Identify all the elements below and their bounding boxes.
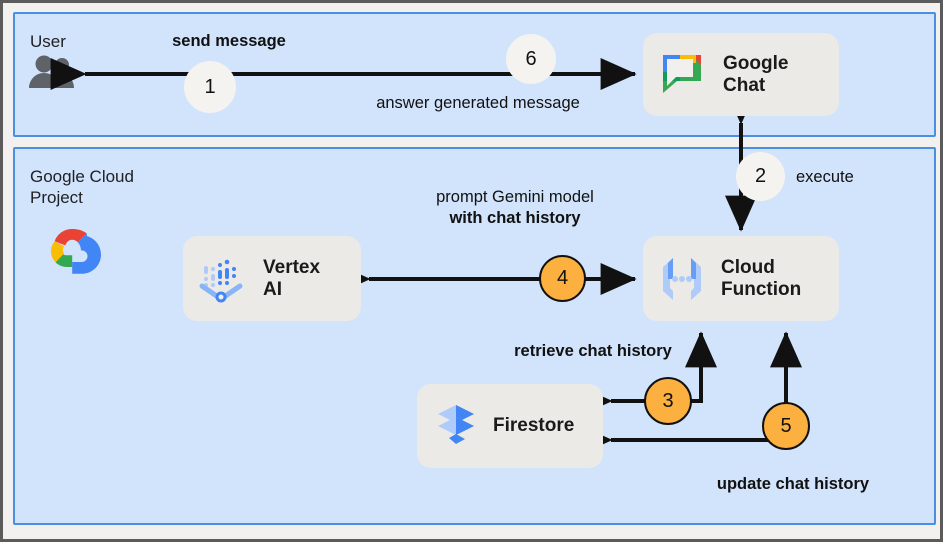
firestore-icon <box>427 400 485 452</box>
step-badge-2[interactable]: 2 <box>736 152 785 201</box>
google-chat-icon <box>651 50 713 100</box>
vertex-ai-icon <box>191 252 253 306</box>
zone-label-google-cloud-project: Google Cloud Project <box>30 167 134 208</box>
step-badge-5[interactable]: 5 <box>762 402 810 450</box>
step-badge-3[interactable]: 3 <box>644 377 692 425</box>
node-firestore[interactable]: Firestore <box>417 384 603 468</box>
flow-label-prompt-line1: prompt Gemini model <box>436 188 594 206</box>
flow-label-execute: execute <box>796 168 854 186</box>
flow-label-prompt-gemini: prompt Gemini model with chat history <box>386 187 644 230</box>
step-badge-6[interactable]: 6 <box>506 34 556 84</box>
google-cloud-logo-icon <box>39 225 105 286</box>
cloud-function-icon <box>651 253 713 305</box>
flow-label-answer-generated-message: answer generated message <box>376 94 580 112</box>
node-label-vertex-ai: Vertex AI <box>263 256 321 300</box>
flow-label-update-chat-history: update chat history <box>716 475 870 493</box>
node-label-firestore: Firestore <box>493 415 575 437</box>
flow-label-retrieve-chat-history: retrieve chat history <box>514 342 672 360</box>
node-cloud-function[interactable]: Cloud Function <box>643 236 839 321</box>
node-label-google-chat: Google Chat <box>723 52 789 96</box>
flow-label-prompt-line2: with chat history <box>449 209 581 228</box>
node-vertex-ai[interactable]: Vertex AI <box>183 236 361 321</box>
node-label-cloud-function: Cloud Function <box>721 256 802 300</box>
flow-label-send-message: send message <box>172 32 286 50</box>
node-google-chat[interactable]: Google Chat <box>643 33 839 116</box>
user-people-icon <box>27 55 79 96</box>
zone-label-user: User <box>30 32 66 51</box>
step-badge-1[interactable]: 1 <box>184 61 236 113</box>
step-badge-4[interactable]: 4 <box>539 255 586 302</box>
